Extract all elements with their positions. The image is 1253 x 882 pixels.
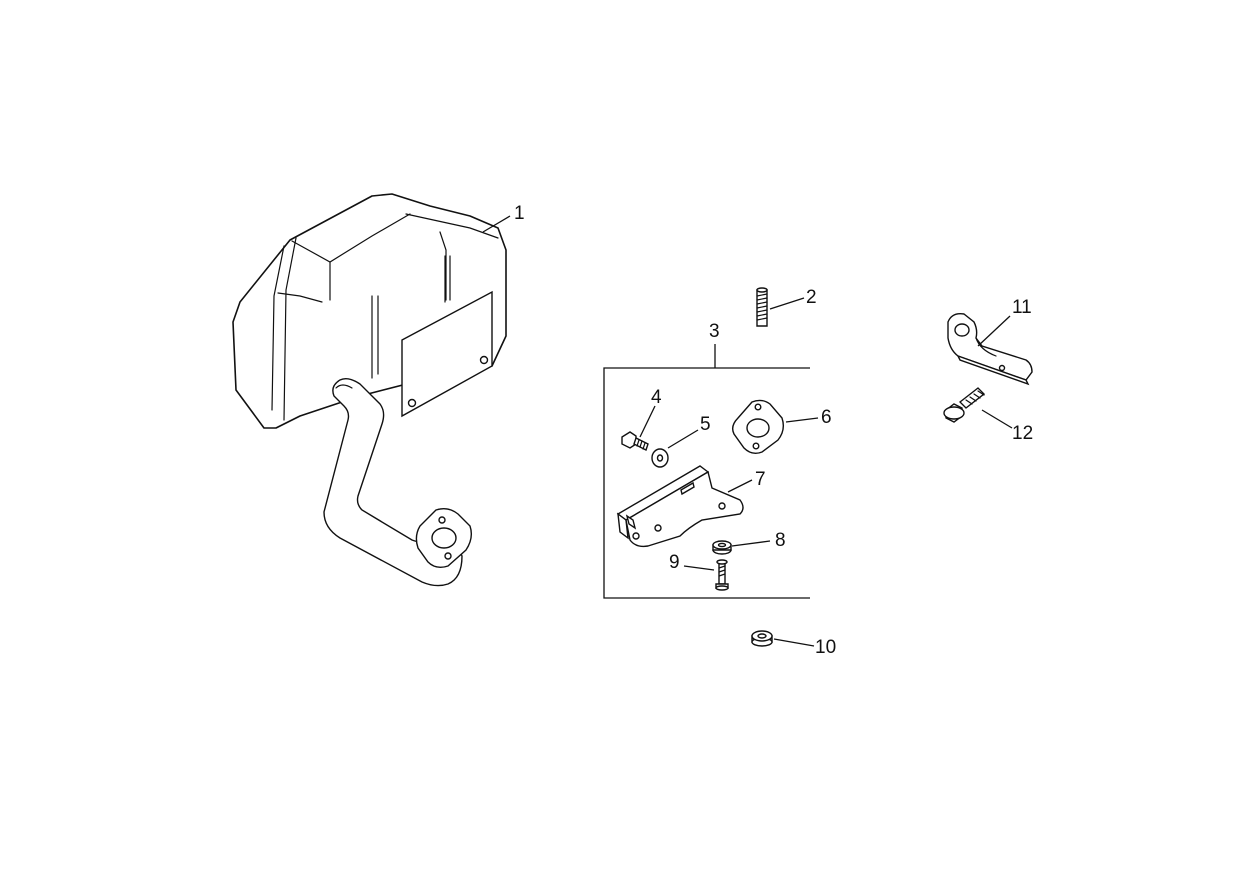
callout-8: 8 [775, 530, 786, 551]
part-8-spacer [712, 540, 732, 555]
callout-7: 7 [755, 469, 766, 490]
part-3-mounting-kit-box [603, 367, 810, 599]
part-11-bracket [947, 312, 1033, 386]
part-1-muffler [232, 193, 507, 587]
callout-4: 4 [651, 387, 662, 408]
part-7-mounting-bracket [616, 465, 744, 548]
part-9-screw [715, 559, 729, 591]
callout-5: 5 [700, 414, 711, 435]
callout-10: 10 [815, 637, 836, 658]
callout-numbers: 1 2 3 4 5 6 7 8 9 10 11 12 [514, 203, 1033, 658]
callout-11: 11 [1012, 297, 1032, 318]
leader-lines [482, 215, 1013, 647]
part-6-gasket [731, 399, 785, 455]
part-2-stud [756, 287, 768, 327]
callout-3: 3 [709, 321, 720, 342]
part-10-nut [751, 630, 773, 647]
callout-2: 2 [806, 287, 817, 308]
part-12-flange-bolt [943, 387, 986, 423]
callout-9: 9 [669, 552, 680, 573]
part-4-small-bolt [621, 431, 649, 451]
callout-1: 1 [514, 203, 525, 224]
callout-6: 6 [821, 407, 832, 428]
part-5-washer [651, 448, 669, 468]
callout-12: 12 [1012, 423, 1033, 444]
